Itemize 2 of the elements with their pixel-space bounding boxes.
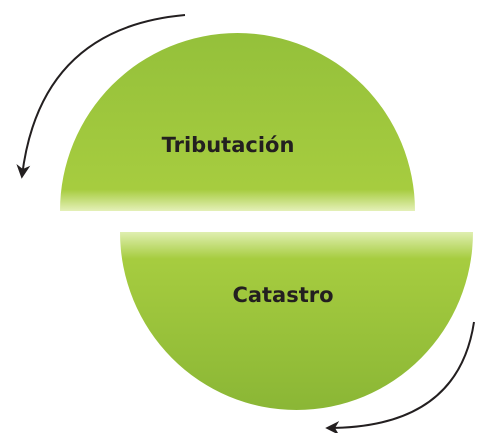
node-label: Tributación (162, 133, 294, 157)
node-label: Catastro (232, 283, 334, 307)
